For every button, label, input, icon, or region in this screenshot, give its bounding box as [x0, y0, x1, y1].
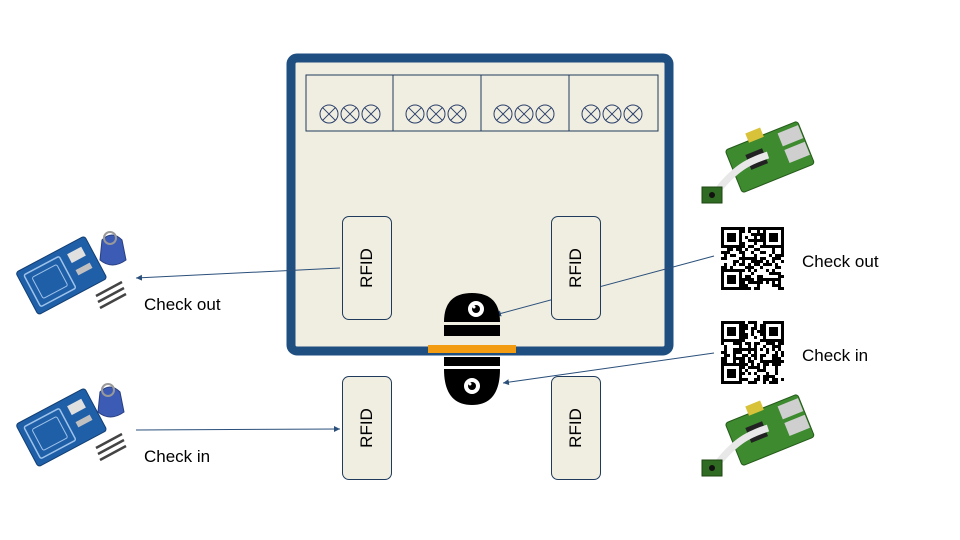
- rfid-reader-label: RFID: [356, 408, 376, 448]
- arrow-left-checkin: [135, 426, 341, 433]
- indicator-lamp-icon: [319, 104, 339, 124]
- arrow-left-checkout: [135, 267, 341, 281]
- indicator-lamp-icon: [447, 104, 467, 124]
- raspberry-pi-camera-bottom-image: [701, 394, 815, 477]
- rfid-reader-label: RFID: [356, 248, 376, 288]
- rfid-module-checkin-image: [16, 383, 127, 467]
- rfid-reader-inside-right: RFID: [551, 216, 601, 320]
- raspberry-pi-camera-top-image: [701, 121, 815, 204]
- camera-inside-icon: [444, 293, 500, 336]
- qr-code-checkin-image: [721, 321, 784, 384]
- door-opening: [428, 345, 516, 353]
- indicator-lamp-icon: [493, 104, 513, 124]
- left-checkin-label: Check in: [144, 447, 211, 466]
- rfid-reader-outside-right: RFID: [551, 376, 601, 480]
- rfid-reader-inside-left: RFID: [342, 216, 392, 320]
- indicator-lamp-icon: [426, 104, 446, 124]
- indicator-lamp-icon: [535, 104, 555, 124]
- rfid-reader-label: RFID: [565, 408, 585, 448]
- indicator-lamp-icon: [340, 104, 360, 124]
- arrow-right-checkout: [494, 255, 715, 317]
- cabinet-row: [305, 74, 659, 132]
- rfid-module-checkout-image: [16, 231, 127, 315]
- indicator-lamp-icon: [405, 104, 425, 124]
- camera-outside-icon: [444, 357, 500, 405]
- indicator-lamp-icon: [602, 104, 622, 124]
- arrow-right-checkin: [502, 352, 715, 386]
- indicator-lamp-icon: [361, 104, 381, 124]
- right-checkin-label: Check in: [802, 346, 869, 365]
- qr-code-checkout-image: [721, 227, 784, 290]
- indicator-lamp-icon: [581, 104, 601, 124]
- indicator-lamp-icon: [514, 104, 534, 124]
- left-checkout-label: Check out: [144, 295, 221, 314]
- right-checkout-label: Check out: [802, 252, 879, 271]
- rfid-reader-outside-left: RFID: [342, 376, 392, 480]
- indicator-lamp-icon: [623, 104, 643, 124]
- rfid-reader-label: RFID: [565, 248, 585, 288]
